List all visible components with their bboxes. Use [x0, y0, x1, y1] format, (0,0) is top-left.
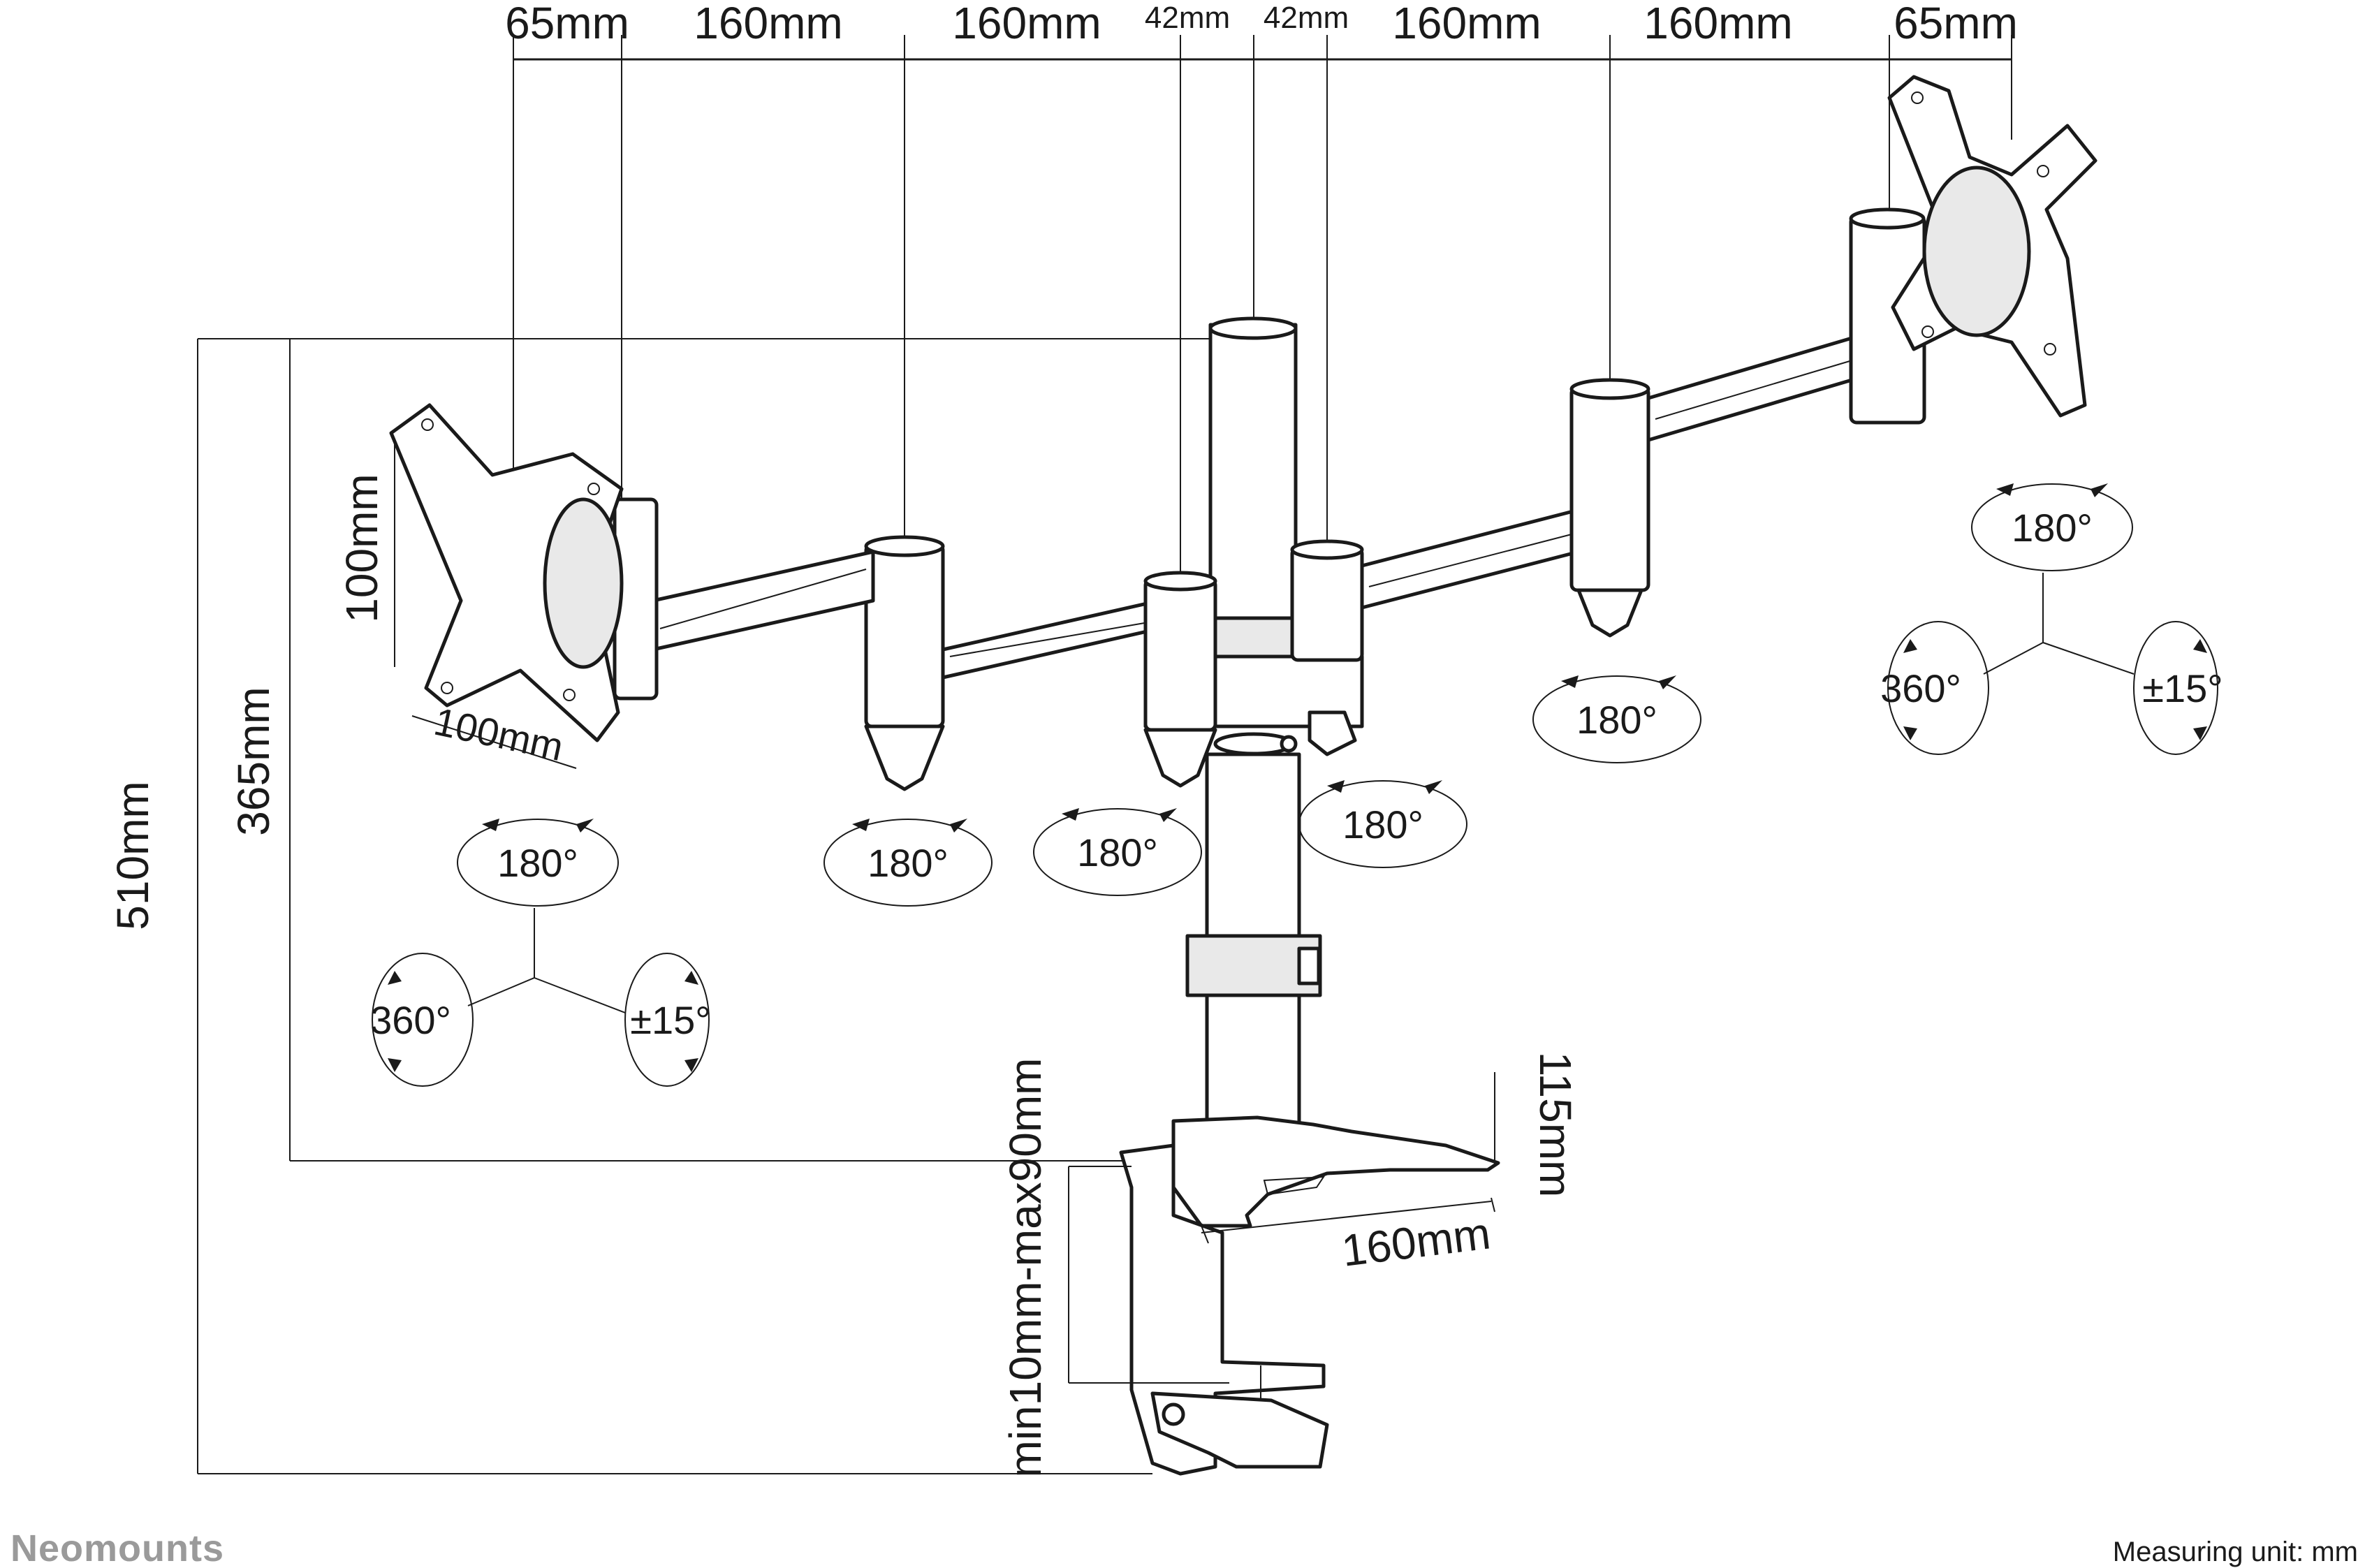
- rotation-180-label: 180°: [1342, 803, 1423, 847]
- desk-thickness-label: min10mm-max90mm: [1000, 1058, 1050, 1478]
- dim-510mm: 510mm: [108, 781, 158, 930]
- height-dimension-lines: [197, 338, 1250, 1474]
- dim-42mm-right: 42mm: [1264, 1, 1349, 35]
- rotation-180-label: 180°: [1576, 698, 1657, 742]
- rotation-180-label: 180°: [497, 841, 578, 885]
- measuring-unit-note: Measuring unit: mm: [2113, 1537, 2358, 1567]
- dim-160mm-4: 160mm: [1643, 0, 1792, 48]
- rotation-indicator-left-arm-1: 180°: [823, 819, 993, 907]
- vesa-height-label: 100mm: [337, 474, 387, 622]
- clamp-dimension-lines: [1068, 1072, 1495, 1384]
- dim-365mm: 365mm: [228, 687, 279, 835]
- base-depth-label: 115mm: [1530, 1052, 1581, 1198]
- rotation-360-label: 360°: [1880, 666, 1961, 710]
- left-arm: [613, 497, 1217, 791]
- desk-clamp-base: [1119, 1115, 1500, 1476]
- right-arm: [1290, 207, 1926, 756]
- rotation-180-label: 180°: [2012, 506, 2093, 550]
- top-dimension-labels: 65mm 160mm 160mm 42mm 42mm 160mm 160mm 6…: [505, 0, 2018, 48]
- dim-160mm-2: 160mm: [952, 0, 1101, 48]
- brand-logo-text: Neomounts: [10, 1527, 224, 1568]
- tilt-15-label: ±15°: [630, 998, 710, 1042]
- dim-42mm-left: 42mm: [1145, 1, 1230, 35]
- rotation-tree-right-head: 180° 360° ±15°: [1880, 483, 2223, 755]
- rotation-180-label: 180°: [1077, 830, 1158, 874]
- left-vesa-plate: [389, 403, 624, 742]
- top-dimension-lines: [513, 35, 2012, 580]
- dim-160mm-1: 160mm: [694, 0, 842, 48]
- rotation-180-label: 180°: [867, 841, 949, 885]
- dim-65mm-left: 65mm: [505, 0, 629, 48]
- rotation-360-label: 360°: [370, 998, 451, 1042]
- vesa-width-label: 100mm: [430, 699, 567, 769]
- left-vesa-dimensions: [394, 440, 577, 769]
- rotation-indicator-right-inner: 180°: [1298, 780, 1467, 868]
- central-pole: [1185, 316, 1322, 1148]
- rotation-tree-left-head: 180° 360° ±15°: [370, 819, 711, 1087]
- base-length-label: 160mm: [1339, 1208, 1493, 1275]
- right-vesa-plate: [1887, 75, 2097, 418]
- rotation-indicator-right-mid: 180°: [1532, 675, 1701, 763]
- dim-65mm-right: 65mm: [1894, 0, 2018, 48]
- rotation-indicator-center: 180°: [1033, 808, 1202, 896]
- dim-160mm-3: 160mm: [1392, 0, 1541, 48]
- tilt-15-label: ±15°: [2142, 666, 2223, 710]
